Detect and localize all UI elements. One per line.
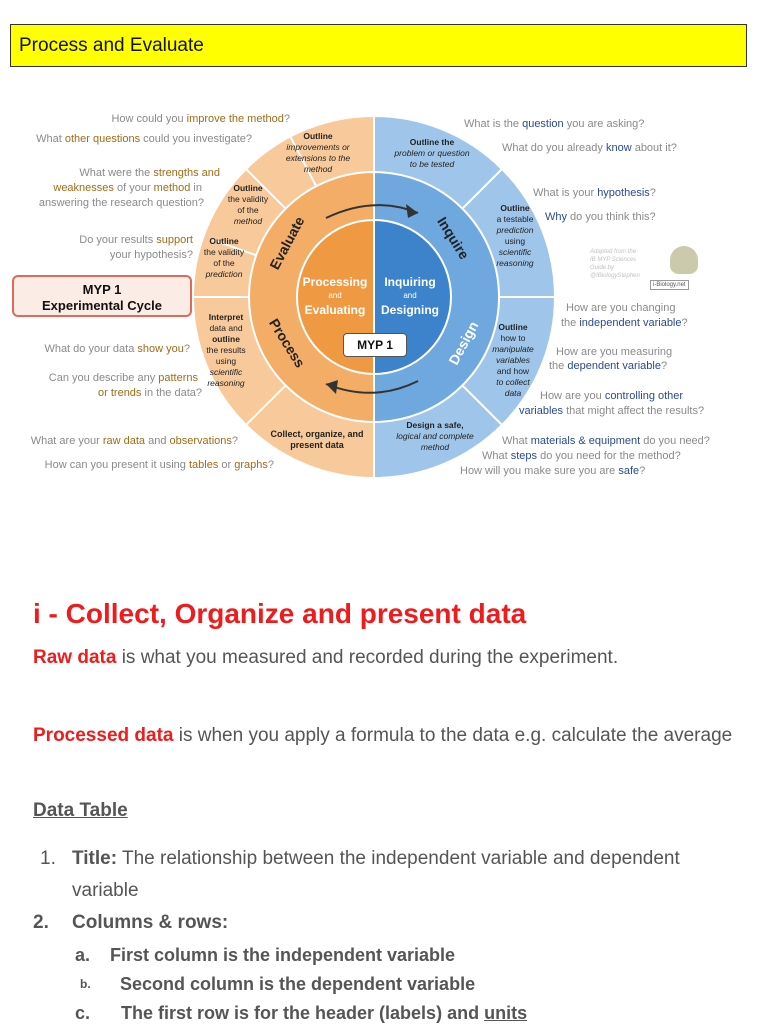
raw-data-label: Raw data xyxy=(33,647,117,668)
q-right-11: What materials & equipment do you need? xyxy=(502,435,710,447)
sector-bottom-right: Design a safe, logical and complete meth… xyxy=(396,420,474,452)
section-title: i - Collect, Organize and present data xyxy=(33,598,527,629)
q-left-8: What do your data show you? xyxy=(44,343,190,355)
sector-lower-left: Interpret data and outline the results u… xyxy=(206,312,246,388)
q-left-7: your hypothesis? xyxy=(109,249,193,261)
q-right-9: How are you controlling other xyxy=(540,390,684,402)
sector-mid-left: Outline the validity of the prediction xyxy=(203,236,245,279)
experimental-cycle-box: MYP 1 Experimental Cycle xyxy=(12,275,192,317)
list-item-1-text: The relationship between the independent… xyxy=(72,848,680,901)
sector-top-left: Outline improvements or extensions to th… xyxy=(285,131,351,174)
center-right-and: and xyxy=(403,291,417,300)
cycle-wheel xyxy=(192,114,556,480)
sector-bottom-left: Collect, organize, and present data xyxy=(270,429,364,450)
q-right-6: the independent variable? xyxy=(561,317,688,329)
center-right-line2: Designing xyxy=(380,303,439,317)
list-item-1-label: Title: xyxy=(72,848,118,869)
raw-data-text: is what you measured and recorded during… xyxy=(116,647,619,668)
list-item-2-label: Columns & rows: xyxy=(72,912,229,933)
q-right-3: What is your hypothesis? xyxy=(533,187,656,199)
list-item-2: 2. Columns & rows: xyxy=(33,912,229,933)
q-left-6: Do your results support xyxy=(79,234,193,246)
center-left-line2: Evaluating xyxy=(304,303,366,317)
q-left-10: or trends in the data? xyxy=(98,387,202,399)
experimental-cycle-diagram: Processing and Evaluating Inquiring and … xyxy=(0,100,768,500)
center-right-line1: Inquiring xyxy=(384,275,436,289)
q-left-3: What were the strengths and xyxy=(79,167,220,179)
processed-data-paragraph: Processed data is when you apply a formu… xyxy=(33,720,733,752)
q-left-11: What are your raw data and observations? xyxy=(30,435,238,447)
center-left-line1: Processing xyxy=(302,275,368,289)
q-left-12: How can you present it using tables or g… xyxy=(44,459,274,471)
data-table-heading: Data Table xyxy=(33,800,128,821)
q-left-2: What other questions could you investiga… xyxy=(36,133,252,145)
credit-watermark: Adapted from the IB MYP Sciences Guide b… xyxy=(590,248,706,290)
q-right-1: What is the question you are asking? xyxy=(464,118,645,130)
frog-logo-icon xyxy=(670,246,698,274)
q-right-7: How are you measuring xyxy=(556,346,673,358)
center-badge: MYP 1 xyxy=(343,333,407,357)
center-left-and: and xyxy=(328,291,342,300)
q-right-8: the dependent variable? xyxy=(549,360,668,372)
raw-data-paragraph: Raw data is what you measured and record… xyxy=(33,642,733,674)
sub-item-c: c. The first row is for the header (labe… xyxy=(75,1003,528,1023)
sector-lower-right: Outline how to manipulate variables and … xyxy=(492,322,534,398)
q-left-5: answering the research question? xyxy=(38,197,204,209)
q-left-9: Can you describe any patterns xyxy=(48,372,198,384)
sector-upper-left: Outline the validity of the method xyxy=(227,183,269,226)
sub-item-b: b. Second column is the dependent variab… xyxy=(80,974,476,994)
q-left-4: weaknesses of your method in xyxy=(53,182,202,194)
q-right-10: variables that might affect the results? xyxy=(519,405,705,417)
q-right-2: What do you already know about it? xyxy=(502,142,677,154)
q-left-1: How could you improve the method? xyxy=(111,113,290,125)
q-right-5: How are you changing xyxy=(566,302,676,314)
sub-item-a: a. First column is the independent varia… xyxy=(75,945,456,965)
list-item-1: 1. Title: The relationship between the i… xyxy=(40,848,680,901)
sector-upper-right: Outline a testable prediction using scie… xyxy=(496,203,534,268)
page-header: Process and Evaluate xyxy=(10,24,747,67)
q-right-4: Why do you think this? xyxy=(545,211,656,223)
processed-data-text: is when you apply a formula to the data … xyxy=(173,725,733,746)
sector-top-right: Outline the problem or question to be te… xyxy=(394,137,470,169)
q-right-13: How will you make sure you are safe? xyxy=(460,465,646,477)
q-right-12: What steps do you need for the method? xyxy=(482,450,681,462)
processed-data-label: Processed data xyxy=(33,725,174,746)
